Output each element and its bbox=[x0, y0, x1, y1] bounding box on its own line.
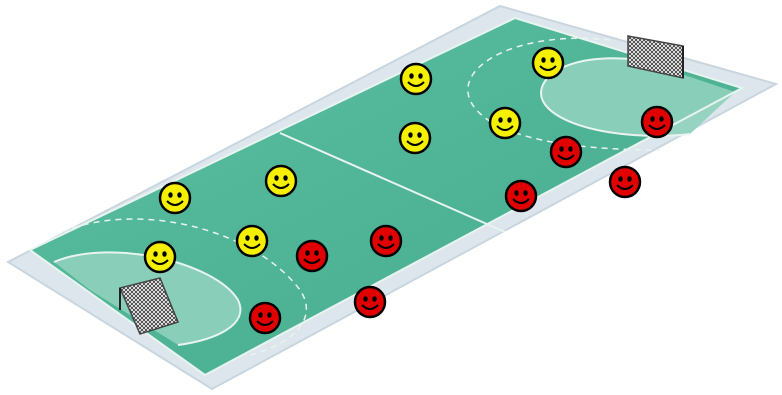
red-player-icon bbox=[551, 137, 581, 167]
yellow-player-icon bbox=[145, 242, 175, 272]
red-player-icon bbox=[371, 226, 401, 256]
red-player-icon bbox=[297, 241, 327, 271]
yellow-player-icon bbox=[400, 123, 430, 153]
red-player-icon bbox=[642, 107, 672, 137]
yellow-player-icon bbox=[401, 64, 431, 94]
yellow-player-icon bbox=[533, 48, 563, 78]
yellow-player-icon bbox=[490, 108, 520, 138]
yellow-player-icon bbox=[266, 166, 296, 196]
red-player-icon bbox=[506, 181, 536, 211]
yellow-player-icon bbox=[160, 183, 190, 213]
red-player-icon bbox=[610, 167, 640, 197]
yellow-player-icon bbox=[237, 226, 267, 256]
red-player-icon bbox=[355, 287, 385, 317]
red-player-icon bbox=[250, 303, 280, 333]
